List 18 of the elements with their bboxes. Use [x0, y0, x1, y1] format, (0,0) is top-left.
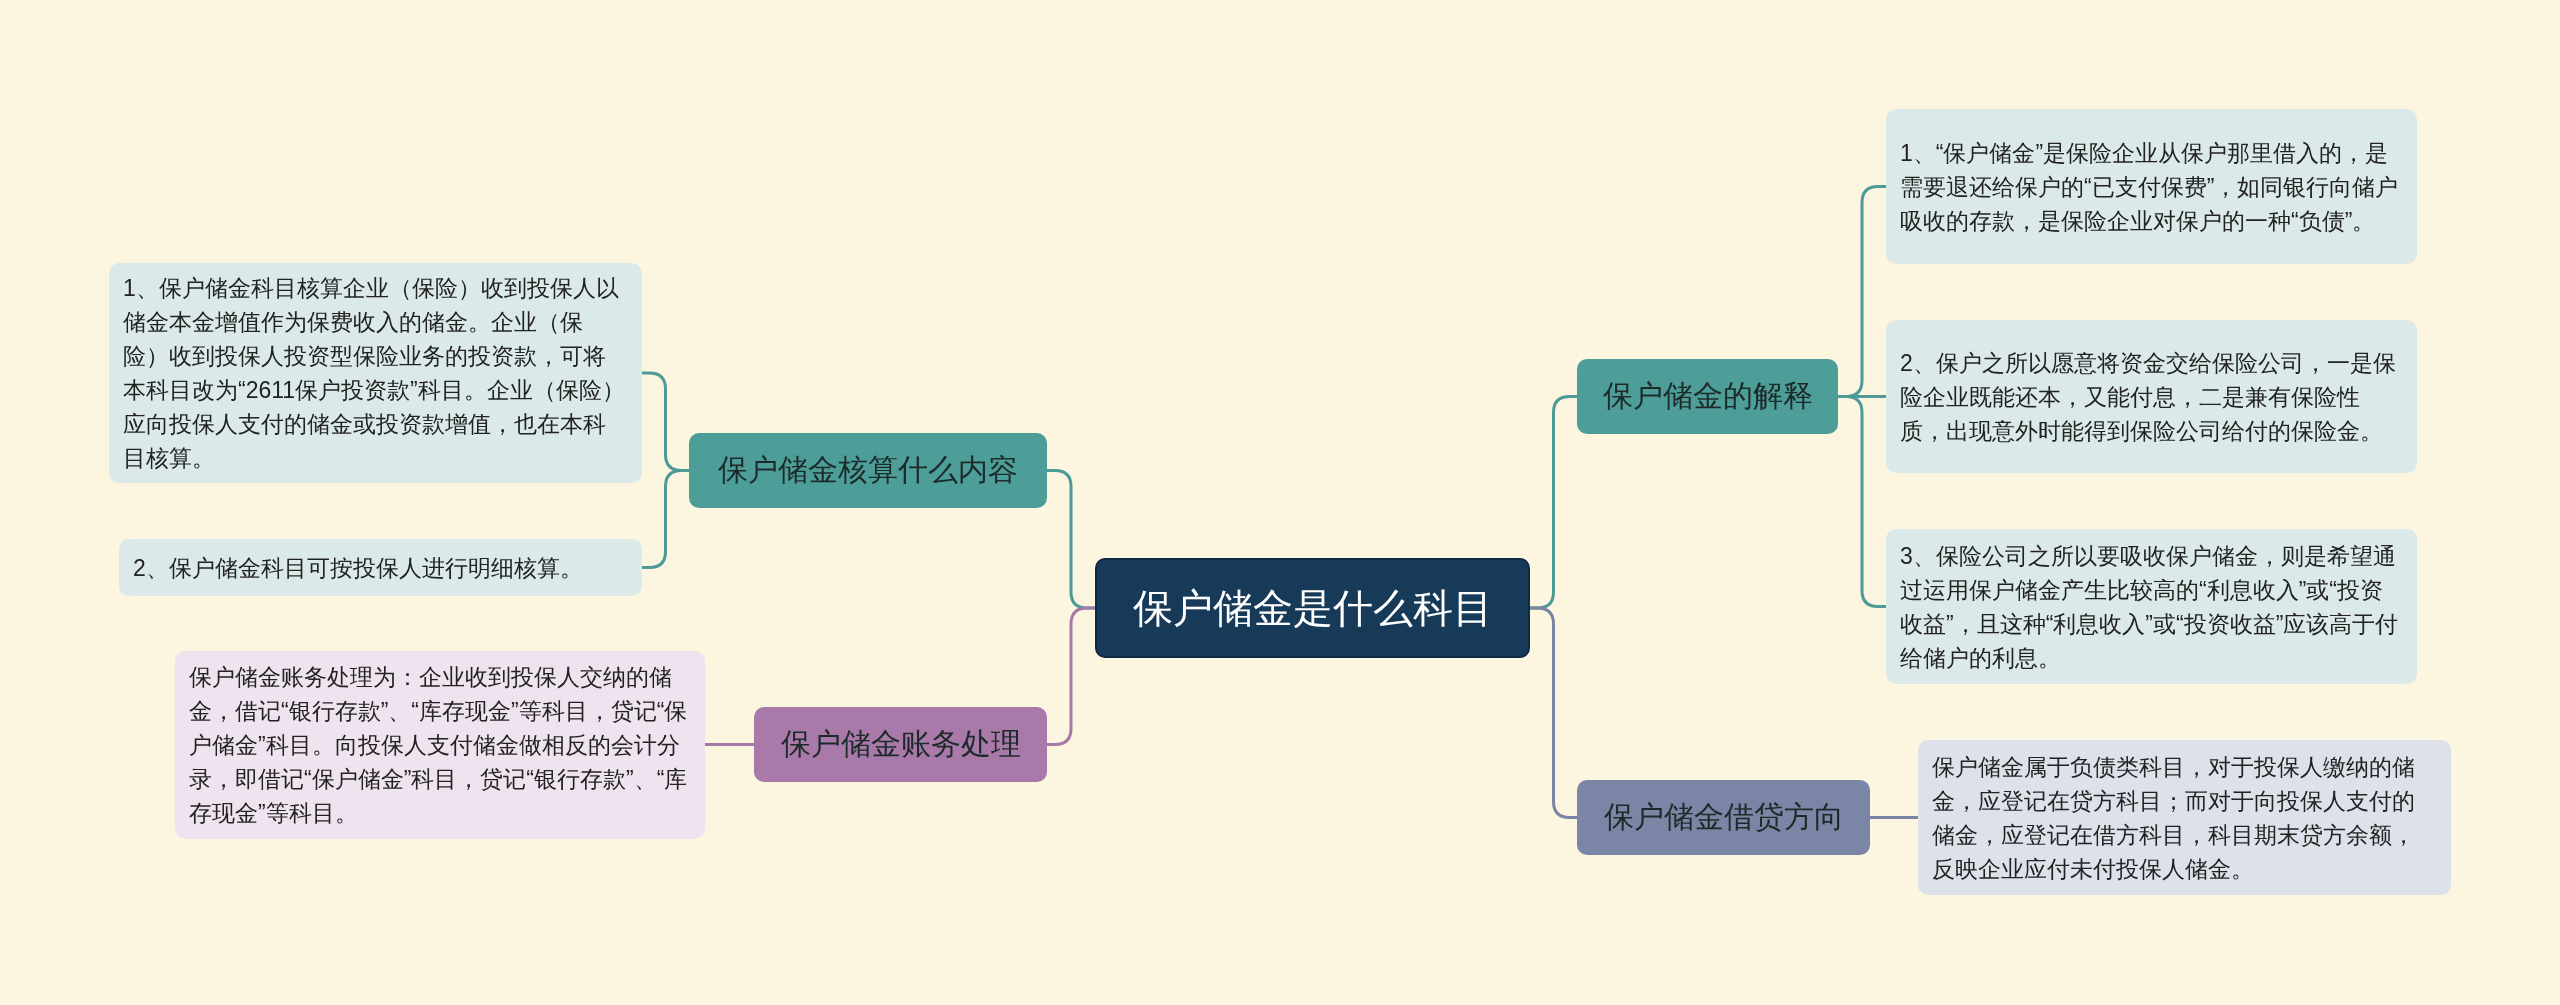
subtopic-box: 保户储金的解释 [1577, 359, 1838, 434]
note-box: 2、保户储金科目可按投保人进行明细核算。 [119, 539, 642, 596]
subtopic-box: 保户储金借贷方向 [1577, 780, 1870, 855]
note-box: 1、“保户储金”是保险企业从保户那里借入的，是需要退还给保户的“已支付保费”，如同银行向储户吸收的存款，是保险企业对保户的一种“负债”。 [1886, 109, 2417, 264]
connector-line [1530, 606, 1577, 819]
note-box: 保户储金账务处理为：企业收到投保人交纳的储金，借记“银行存款”、“库存现金”等科目，贷记“保户储金”科目。向投保人支付储金做相反的会计分录，即借记“保户储金”科目，贷记“银行存款”、“库存现金”等科目。 [175, 651, 705, 839]
connector-line [1047, 606, 1095, 746]
note-box: 2、保户之所以愿意将资金交给保险公司，一是保险企业既能还本，又能付息，二是兼有保险性质，出现意外时能得到保险公司给付的保险金。 [1886, 320, 2417, 473]
connector-line [705, 743, 754, 746]
connector-line [642, 469, 689, 569]
connector-line [1870, 816, 1918, 819]
subtopic-box: 保户储金账务处理 [754, 707, 1047, 782]
connector-line [1838, 395, 1886, 608]
note-box: 1、保户储金科目核算企业（保险）收到投保人以储金本金增值作为保费收入的储金。企业（保险）收到投保人投资型保险业务的投资款，可将本科目改为“2611保户投资款”科目。企业（保险）应向投保人支付的储金或投资款增值，也在本科目核算。 [109, 263, 642, 483]
subtopic-box: 保户储金核算什么内容 [689, 433, 1047, 508]
note-box: 保户储金属于负债类科目，对于投保人缴纳的储金，应登记在贷方科目；而对于向投保人支付的储金，应登记在借方科目，科目期末贷方余额，反映企业应付未付投保人储金。 [1918, 740, 2451, 895]
topic-box: 保户储金是什么科目 [1095, 558, 1530, 658]
note-box: 3、保险公司之所以要吸收保户储金，则是希望通过运用保户储金产生比较高的“利息收入”或“投资收益”，且这种“利息收入”或“投资收益”应该高于付给储户的利息。 [1886, 529, 2417, 684]
